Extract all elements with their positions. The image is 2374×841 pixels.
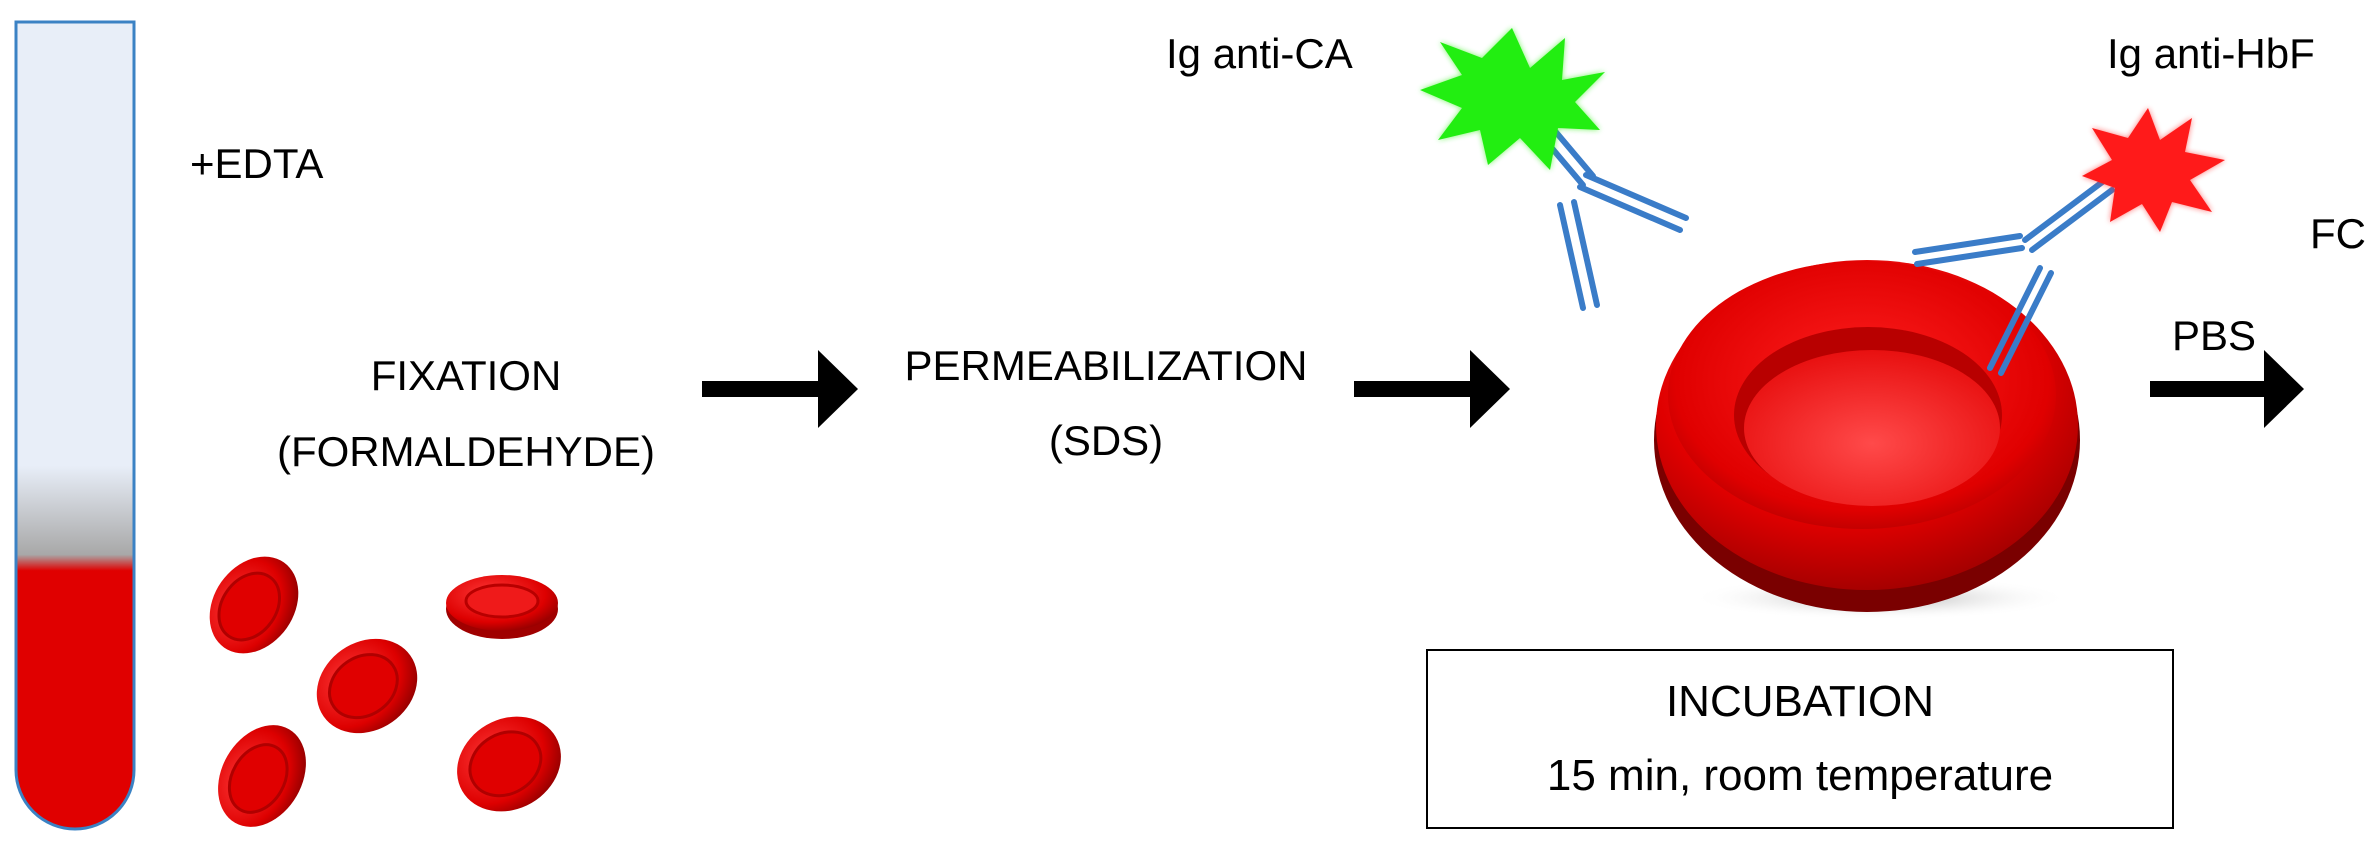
antibody-anti-ca-icon	[1542, 128, 1689, 311]
large-rbc-icon	[1654, 260, 2080, 620]
small-rbc-3-icon	[316, 638, 418, 734]
ig-anti-hbf-label: Ig anti-HbF	[2107, 30, 2315, 77]
small-rbc-5-icon	[457, 716, 561, 812]
blood-tube-icon	[14, 20, 136, 831]
arrow-2-icon	[1354, 350, 1510, 428]
red-fluorophore-icon	[2082, 108, 2225, 232]
incubation-box: INCUBATION 15 min, room temperature	[1426, 649, 2174, 829]
green-fluorophore-icon	[1420, 28, 1605, 170]
pbs-label: PBS	[2172, 312, 2256, 359]
arrow-1-icon	[702, 350, 858, 428]
arrow-3-icon	[2150, 350, 2304, 428]
edta-label: +EDTA	[190, 140, 323, 187]
antibody-anti-hbf-icon	[1912, 177, 2115, 376]
fixation-reagent-label: (FORMALDEHYDE)	[277, 428, 655, 475]
fc-label: FC	[2310, 210, 2366, 257]
small-rbc-1-icon	[209, 556, 299, 654]
small-rbc-2-icon	[446, 575, 558, 639]
small-rbc-4-icon	[218, 725, 306, 827]
fixation-label: FIXATION	[371, 352, 562, 399]
permeabilization-label: PERMEABILIZATION	[905, 342, 1308, 389]
incubation-title: INCUBATION	[1666, 677, 1934, 726]
incubation-detail: 15 min, room temperature	[1547, 751, 2053, 800]
permeabilization-reagent-label: (SDS)	[1049, 417, 1163, 464]
ig-anti-ca-label: Ig anti-CA	[1166, 30, 1353, 77]
